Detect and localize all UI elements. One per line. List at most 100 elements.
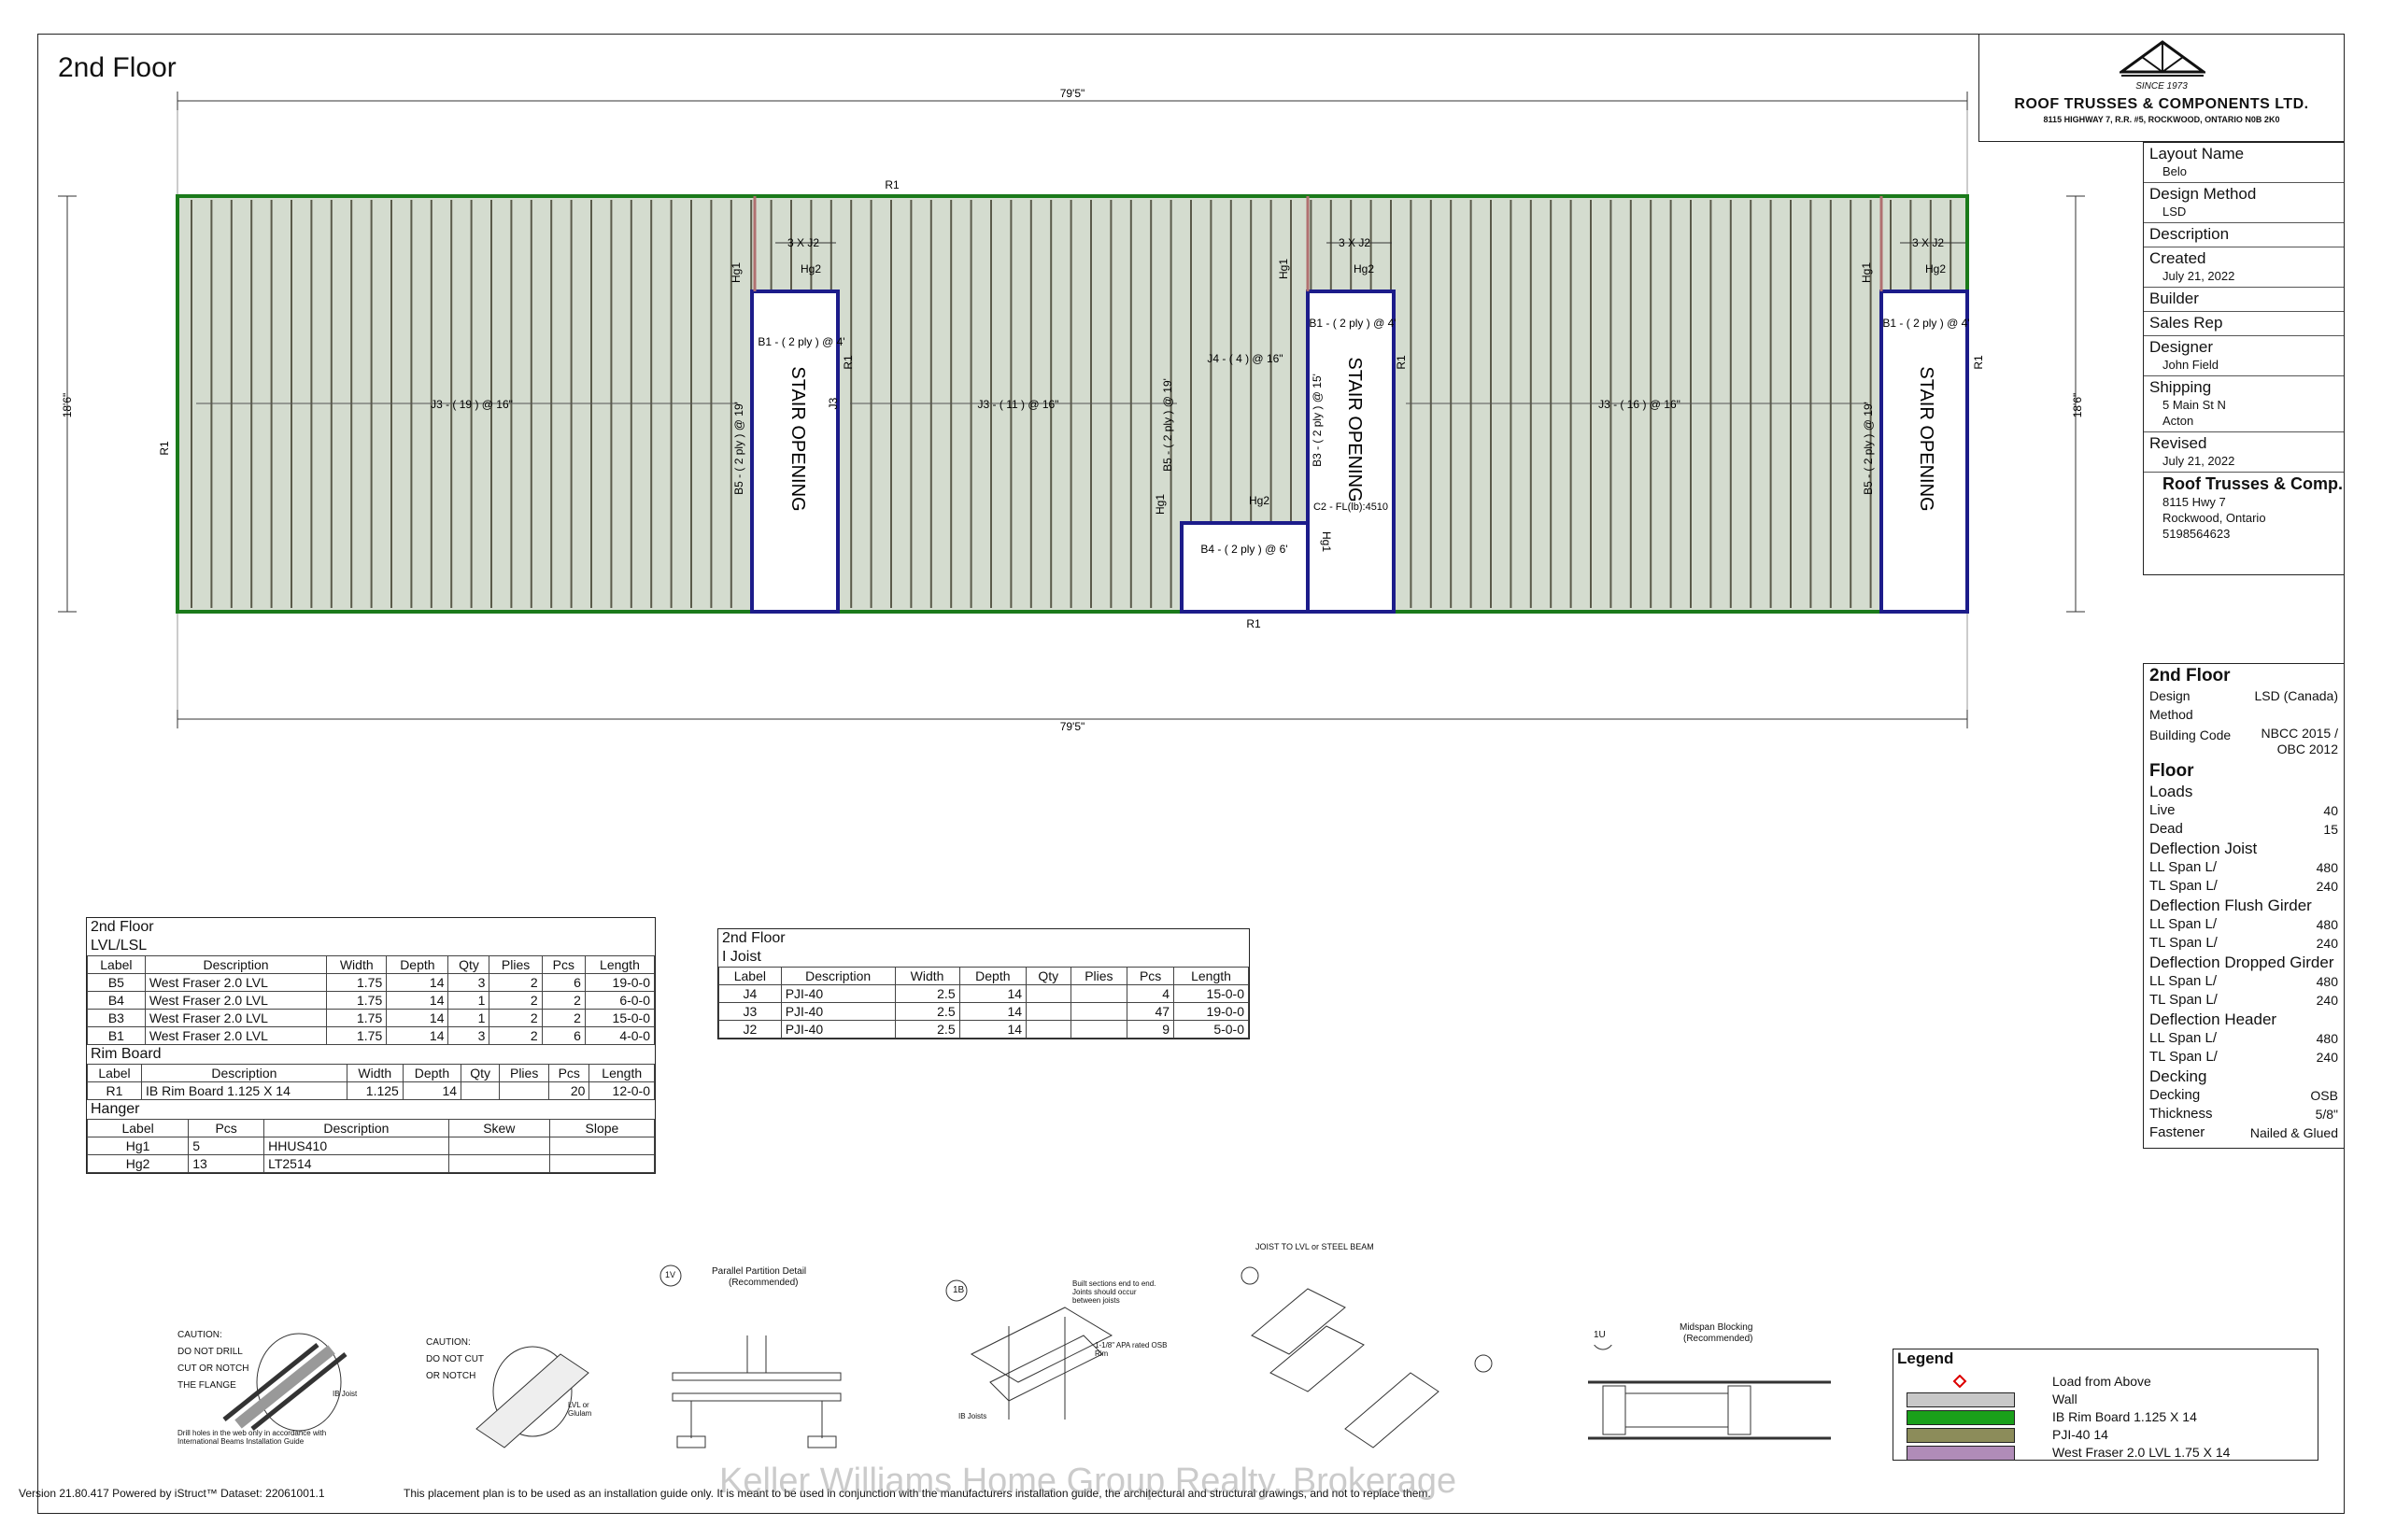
lvl-cell: B3 xyxy=(87,1009,146,1027)
contact-phone: 5198564623 xyxy=(2162,527,2231,541)
caution2-line3: OR NOTCH xyxy=(426,1371,476,1381)
decking-heading: Decking xyxy=(2149,1067,2207,1085)
dc-method-label: Design Method xyxy=(2149,688,2193,722)
rim-header: Depth xyxy=(402,1064,462,1082)
hanger-cell: Hg2 xyxy=(86,1154,190,1173)
shipping-row: Shipping 5 Main St N Acton xyxy=(2144,376,2344,432)
designer-label: Designer xyxy=(2149,338,2214,356)
lvl-cell: 4-0-0 xyxy=(584,1026,656,1045)
ijoist-cell: J4 xyxy=(718,984,782,1003)
lvl-cell: 2 xyxy=(489,1026,543,1045)
ijoist-header: Label xyxy=(718,967,782,985)
ijoist-cell xyxy=(1026,1002,1071,1021)
lvl-cell: 2 xyxy=(541,1009,586,1027)
ijoist-cell: 4 xyxy=(1127,984,1175,1003)
ll-value: 480 xyxy=(2316,1031,2338,1046)
tl-value: 240 xyxy=(2316,993,2338,1008)
joist-ll: LL Span L/480 xyxy=(2149,858,2338,877)
thickness-value: 5/8" xyxy=(2315,1107,2338,1122)
lvl-header: Description xyxy=(144,955,328,974)
revised-row: Revised July 21, 2022 xyxy=(2144,432,2344,473)
live-value: 40 xyxy=(2323,803,2338,818)
caution1-line3: CUT OR NOTCH xyxy=(177,1363,249,1374)
lvl-cell: West Fraser 2.0 LVL xyxy=(144,1009,328,1027)
dim-right: 18'6" xyxy=(2071,393,2084,418)
hanger-header: Slope xyxy=(548,1119,656,1137)
legend-label: Wall xyxy=(2052,1392,2077,1406)
lvl-header: Length xyxy=(584,955,656,974)
created-value: July 21, 2022 xyxy=(2162,269,2235,283)
b5-label-3: B5 - ( 2 ply ) @ 19' xyxy=(1862,402,1875,495)
fastener-value: Nailed & Glued xyxy=(2249,1125,2338,1140)
contact-addr1: 8115 Hwy 7 xyxy=(2162,495,2226,509)
rim-cell: 14 xyxy=(402,1081,462,1100)
detail-1b-tag: 1B xyxy=(953,1285,965,1295)
rim-cell xyxy=(499,1081,550,1100)
hg2-label-3: Hg2 xyxy=(1925,262,1946,276)
thickness-label: Thickness xyxy=(2149,1106,2213,1122)
layout-name-value: Belo xyxy=(2162,164,2188,178)
rim-header: Label xyxy=(86,1064,143,1082)
rim-cell: R1 xyxy=(86,1081,143,1100)
design-heading: 2nd Floor xyxy=(2149,666,2231,685)
lvl-cell: West Fraser 2.0 LVL xyxy=(144,1026,328,1045)
tl-value: 240 xyxy=(2316,1050,2338,1065)
hg1-label-3: Hg1 xyxy=(1860,262,1873,283)
ijoist-header: Length xyxy=(1173,967,1249,985)
tl-label: TL Span L/ xyxy=(2149,878,2218,894)
stair-label-3: STAIR OPENING xyxy=(1916,366,1936,511)
detail-1v-tag: 1V xyxy=(665,1270,676,1279)
rim-cell: 20 xyxy=(548,1081,590,1100)
stair-label-1: STAIR OPENING xyxy=(787,366,808,511)
b1-label-1: B1 - ( 2 ply ) @ 4' xyxy=(758,335,844,348)
dropped-tl: TL Span L/240 xyxy=(2149,991,2338,1010)
ijoist-floor-heading: 2nd Floor xyxy=(722,930,786,946)
ijoist-cell: 2.5 xyxy=(894,1020,960,1038)
dimensions xyxy=(58,92,2085,728)
ijoist-cell: 9 xyxy=(1127,1020,1175,1038)
created-label: Created xyxy=(2149,249,2206,267)
ijoist-cell xyxy=(1070,984,1128,1003)
defl-joist-label: Deflection Joist xyxy=(2149,840,2258,857)
ijoist-cell: PJI-40 xyxy=(780,1020,896,1038)
dead-label: Dead xyxy=(2149,821,2183,837)
tl-value: 240 xyxy=(2316,879,2338,894)
hanger-header: Pcs xyxy=(188,1119,265,1137)
flush-ll: LL Span L/480 xyxy=(2149,915,2338,934)
sales-rep-row: Sales Rep xyxy=(2144,312,2344,336)
load-marker-icon xyxy=(1952,1374,1967,1389)
design-method-row: Design Method LSD xyxy=(2144,183,2344,223)
j2-label-3: 3 X J2 xyxy=(1912,236,1944,249)
rim-header: Description xyxy=(141,1064,347,1082)
detail-1b-note2: 1-1/8" APA rated OSB Rim xyxy=(1095,1341,1168,1358)
ijoist-cell: 19-0-0 xyxy=(1173,1002,1249,1021)
ijoist-cell: 15-0-0 xyxy=(1173,984,1249,1003)
joist-tl: TL Span L/240 xyxy=(2149,877,2338,896)
dim-top: 79'5" xyxy=(1060,87,1085,100)
fastener-label: Fastener xyxy=(2149,1124,2205,1140)
sales-rep-label: Sales Rep xyxy=(2149,314,2223,332)
project-info-panel: Layout Name Belo Design Method LSD Descr… xyxy=(2143,142,2345,575)
lvl-cell: 6 xyxy=(541,973,586,992)
detail-joist-beam-title: JOIST TO LVL or STEEL BEAM xyxy=(1255,1242,1374,1251)
b4-label: B4 - ( 2 ply ) @ 6' xyxy=(1200,543,1287,556)
legend-item: West Fraser 2.0 LVL 1.75 X 14 xyxy=(1907,1445,2308,1462)
lvl-cell: 2 xyxy=(541,991,586,1010)
legend-label: PJI-40 14 xyxy=(2052,1427,2108,1442)
legend-swatch xyxy=(1907,1446,2015,1461)
rim-label-left: R1 xyxy=(158,441,171,456)
tl-value: 240 xyxy=(2316,936,2338,951)
ijoist-header: Width xyxy=(894,967,960,985)
hanger-cell: 5 xyxy=(188,1137,265,1155)
hg2-label-1: Hg2 xyxy=(801,262,821,276)
rim-label-mid2: R1 xyxy=(1395,355,1408,370)
shipping-label: Shipping xyxy=(2149,378,2212,396)
ijoist-cell: 14 xyxy=(958,984,1028,1003)
lvl-cell: B1 xyxy=(87,1026,146,1045)
lvl-header: Pcs xyxy=(541,955,586,974)
